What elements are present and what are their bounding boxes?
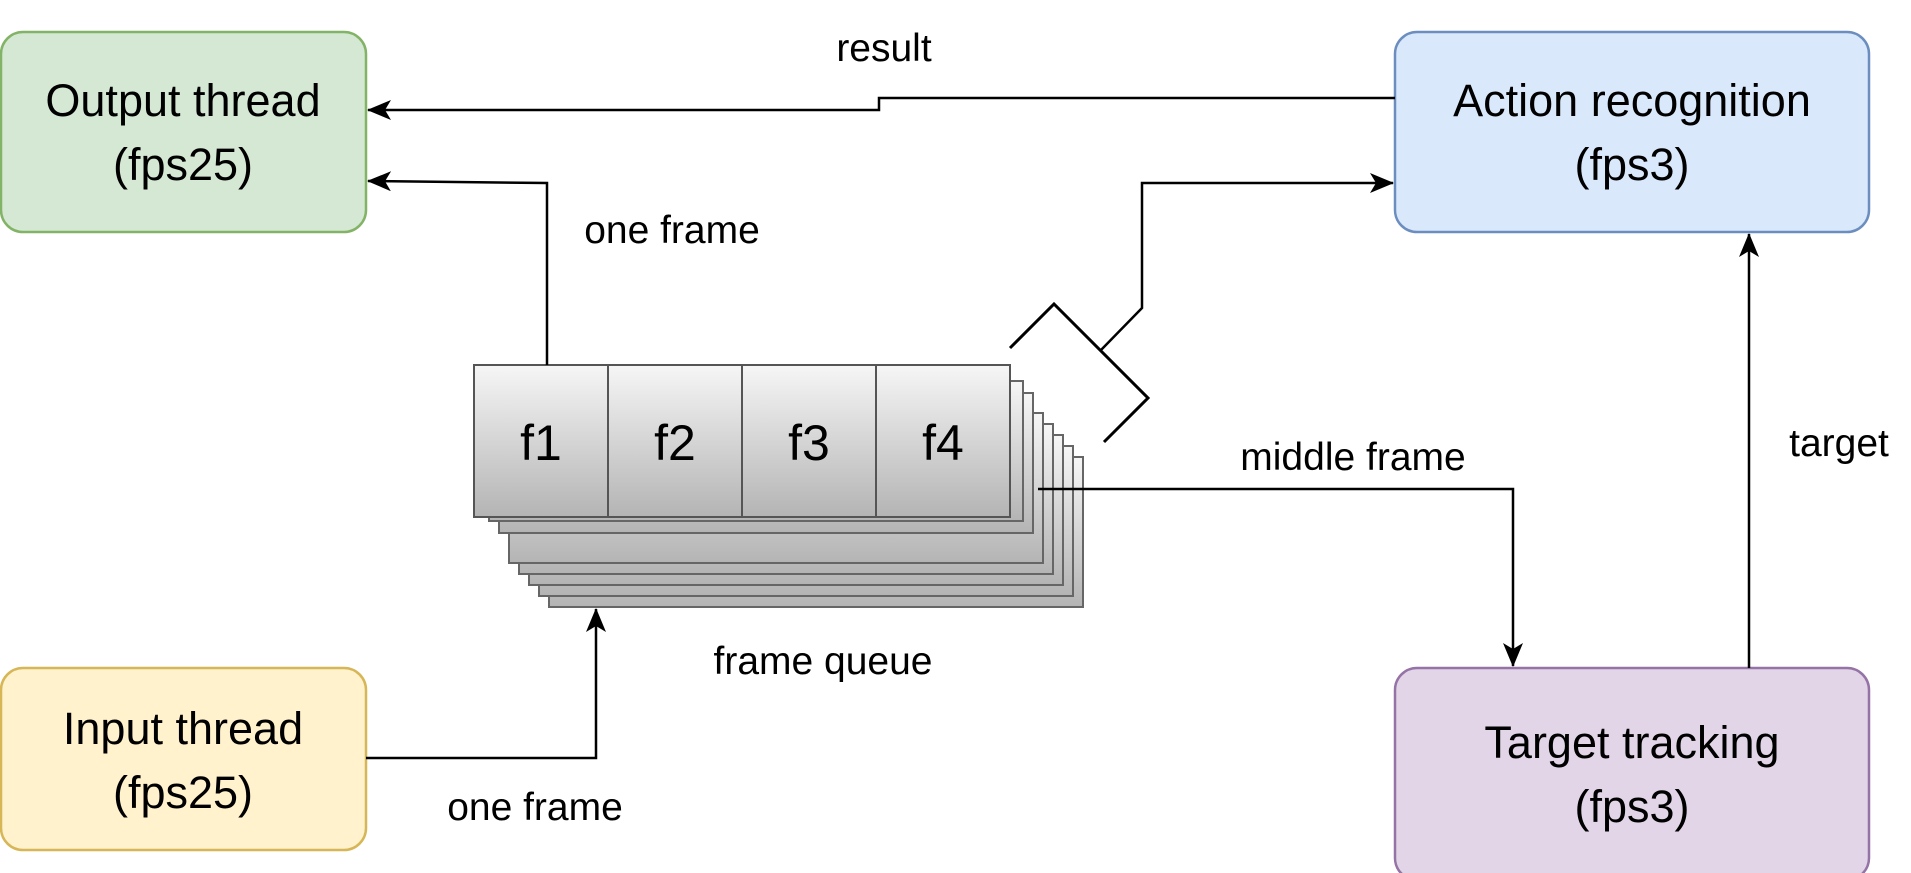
target-tracking-rate: (fps3)	[1574, 781, 1689, 832]
edge-label-result: result	[836, 27, 932, 70]
target-tracking-node: Target tracking (fps3)	[1393, 666, 1871, 873]
edge-middle-frame-arrow	[1038, 487, 1523, 667]
edge-label-target: target	[1789, 422, 1889, 465]
queue-label: frame queue	[714, 640, 933, 683]
bracket-symbol	[1008, 301, 1151, 444]
action-recognition-rate: (fps3)	[1574, 139, 1689, 190]
action-recognition-box	[1393, 30, 1871, 234]
input-thread-node: Input thread (fps25)	[0, 666, 368, 852]
action-recognition-title: Action recognition	[1453, 75, 1811, 126]
queue-cell-label-f4: f4	[922, 415, 964, 471]
edge-bracket-to-action-arrow	[1100, 173, 1394, 351]
queue-cell-f3	[741, 364, 877, 518]
output-thread-node: Output thread (fps25)	[0, 30, 368, 234]
output-thread-box	[0, 30, 368, 234]
queue-cell-f2	[607, 364, 743, 518]
edge-one-frame-out-arrow	[367, 171, 549, 365]
target-tracking-box	[1393, 666, 1871, 873]
queue-cell-f4	[875, 364, 1011, 518]
output-thread-rate: (fps25)	[113, 139, 253, 190]
output-thread-title: Output thread	[45, 75, 320, 126]
queue-cell-label-f3: f3	[788, 415, 830, 471]
input-thread-rate: (fps25)	[113, 767, 253, 818]
target-tracking-title: Target tracking	[1484, 717, 1779, 768]
frame-queue-front: f1 f2 f3 f4	[473, 364, 1011, 518]
edge-label-middle-frame: middle frame	[1240, 436, 1465, 479]
queue-cell-f1	[473, 364, 609, 518]
edge-label-one-frame-out: one frame	[584, 209, 760, 252]
input-thread-box	[0, 666, 368, 852]
queue-cell-label-f2: f2	[654, 415, 696, 471]
input-thread-title: Input thread	[63, 703, 303, 754]
queue-cell-label-f1: f1	[520, 415, 562, 471]
edge-label-one-frame-in: one frame	[447, 786, 623, 829]
edge-result-arrow	[367, 96, 1395, 120]
action-recognition-node: Action recognition (fps3)	[1393, 30, 1871, 234]
edge-one-frame-in-arrow	[366, 608, 606, 760]
